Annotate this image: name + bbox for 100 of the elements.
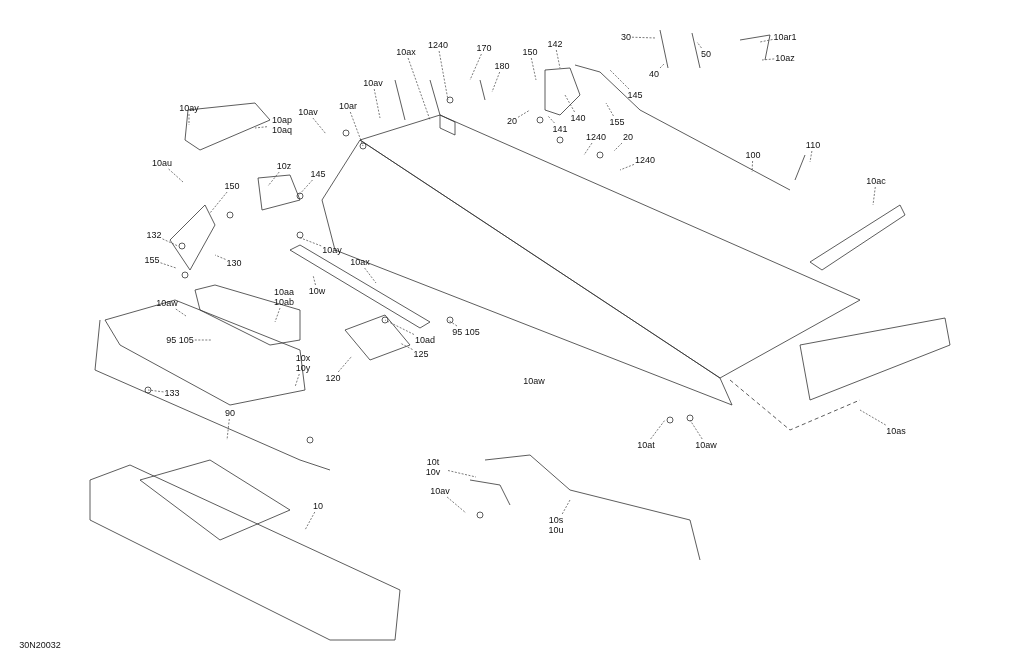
leader-line (564, 94, 575, 113)
leader-line (469, 53, 482, 81)
leader-line (162, 238, 179, 247)
leader-line (447, 319, 458, 327)
callout-number: 141 (552, 124, 568, 134)
drawing-number: 30N20032 (19, 640, 61, 650)
callout-number: 150 (522, 47, 538, 57)
callout-number: 10ay (179, 103, 199, 113)
callout-number: 150 (224, 181, 240, 191)
leader-line (650, 419, 666, 440)
callout-number: 10at (637, 440, 655, 450)
callout-number: 20 (507, 116, 517, 126)
leader-line (872, 186, 876, 206)
leader-line (297, 179, 313, 197)
leader-line (547, 115, 555, 124)
leader-line (447, 470, 477, 478)
callout-number: 155 (144, 255, 160, 265)
callout-number: 10aa 10ab (270, 287, 298, 307)
callout-number: 10aw (523, 376, 545, 386)
callout-number: 10 (313, 501, 323, 511)
leader-line (583, 142, 593, 156)
leader-line (304, 511, 316, 531)
callout-number: 110 (805, 140, 821, 150)
leader-line (761, 58, 775, 61)
leader-line (751, 160, 753, 173)
leader-line (689, 419, 703, 440)
leader-line (349, 111, 364, 147)
leader-line (605, 102, 614, 117)
leader-line (175, 308, 187, 317)
callout-number: 10t 10v (419, 457, 447, 477)
leader-line (373, 88, 381, 119)
callout-number: 1240 (586, 132, 606, 142)
callout-number: 10ar (339, 101, 357, 111)
callout-number: 50 (701, 49, 711, 59)
callout-number: 10av (430, 486, 450, 496)
callout-number: 1240 (428, 40, 448, 50)
leader-line (364, 267, 377, 284)
leader-line (254, 126, 268, 129)
callout-number: 10as (886, 426, 906, 436)
leader-line (399, 342, 413, 350)
leader-line (294, 373, 300, 388)
callout-number: 95 105 (166, 335, 194, 345)
leader-line (337, 355, 353, 373)
leader-line (214, 254, 226, 260)
leader-line (517, 109, 531, 118)
callout-number: 100 (745, 150, 761, 160)
leader-line (438, 50, 449, 101)
callout-number: 95 105 (452, 327, 480, 337)
callout-number: 10w (308, 286, 326, 296)
callout-number: 142 (547, 39, 563, 49)
leader-line (555, 49, 561, 69)
callout-number: 10ap 10aq (268, 115, 296, 135)
leader-line (446, 496, 467, 514)
callout-number: 10ax (350, 257, 370, 267)
callout-number: 120 (325, 373, 341, 383)
leader-line (147, 389, 164, 393)
leader-line (168, 168, 184, 183)
callout-number: 10av (363, 78, 383, 88)
leader-line (274, 307, 281, 323)
callout-number: 170 (476, 43, 492, 53)
leader-line (491, 71, 501, 93)
leader-line (561, 499, 571, 515)
callout-number: 20 (623, 132, 633, 142)
callout-number: 10av (298, 107, 318, 117)
callout-number: 10x 10y (289, 353, 317, 373)
callout-number: 10ax (396, 47, 416, 57)
leader-line (209, 191, 228, 214)
callout-number: 40 (649, 69, 659, 79)
leader-line (226, 418, 230, 441)
leader-line (609, 69, 630, 90)
callout-number: 140 (570, 113, 586, 123)
callout-number: 10au (152, 158, 172, 168)
leader-line (384, 319, 415, 335)
callout-number: 155 (609, 117, 625, 127)
leader-line (267, 171, 280, 187)
callout-number: 10ad (415, 335, 435, 345)
callout-number: 180 (494, 61, 510, 71)
callout-number: 10aw (695, 440, 717, 450)
callout-number: 145 (310, 169, 326, 179)
leader-line (696, 41, 702, 49)
leader-line (530, 57, 537, 81)
callout-number: 10aw (156, 298, 178, 308)
callout-number: 10ac (866, 176, 886, 186)
callout-number: 125 (413, 349, 429, 359)
leader-line (619, 164, 635, 171)
leader-line (194, 339, 213, 341)
callout-number: 30 (621, 32, 631, 42)
callout-number: 10s 10u (542, 515, 570, 535)
leader-line (160, 262, 177, 269)
leader-line (297, 236, 322, 247)
callout-number: 132 (146, 230, 162, 240)
leader-line (312, 274, 316, 286)
callout-number: 145 (627, 90, 643, 100)
callout-number: 1240 (635, 155, 655, 165)
callout-number: 10az (775, 53, 795, 63)
leader-line (859, 409, 887, 426)
callout-number: 10z (276, 161, 292, 171)
leader-line (188, 113, 190, 126)
callout-number: 130 (226, 258, 242, 268)
callout-number: 133 (164, 388, 180, 398)
